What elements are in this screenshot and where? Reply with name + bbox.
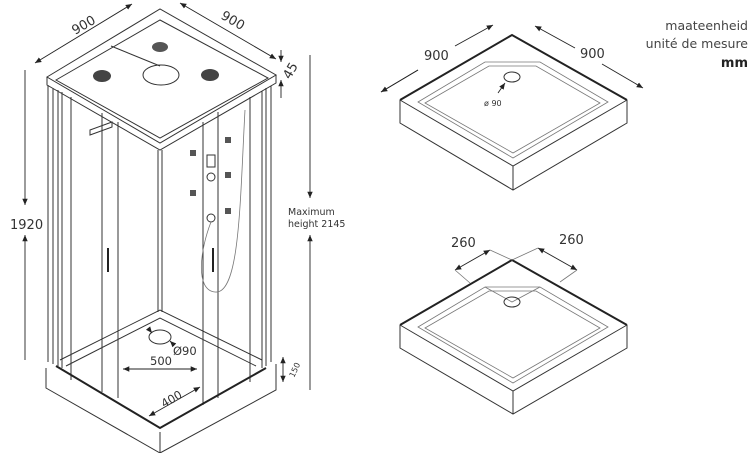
drain-offset-right-label: 260 — [559, 233, 584, 248]
shelf-icon — [89, 121, 113, 136]
shower-cabin-drawing: 900 900 45 1920 Maximum height 2145 Ø90 … — [10, 2, 345, 453]
roof-light-icon — [93, 70, 111, 82]
shower-tray-drawing-top: 900 900 ø 90 — [380, 24, 644, 191]
hand-shower-icon — [206, 213, 216, 223]
entry-depth-label: 400 — [159, 387, 185, 410]
body-jet-icon — [225, 137, 231, 143]
door-handle-icon — [107, 248, 214, 272]
tray-drain-icon — [503, 296, 521, 308]
tray-width-left-label: 900 — [424, 49, 449, 64]
cabin-drain-diameter-label: Ø90 — [173, 344, 197, 358]
max-height-label-line2: height 2145 — [288, 219, 345, 230]
roof-light-icon — [201, 69, 219, 81]
units-label-french: unité de mesure — [646, 36, 749, 51]
body-jet-icon — [225, 172, 231, 178]
body-jet-icon — [190, 150, 196, 156]
body-jet-icon — [225, 208, 231, 214]
drain-offset-left-label: 260 — [451, 236, 476, 251]
tray-drain-diameter-label: ø 90 — [484, 99, 502, 108]
cabin-width-left-label: 900 — [70, 13, 99, 38]
roof-height-label: 45 — [280, 60, 301, 82]
body-jet-icon — [190, 190, 196, 196]
rain-shower-head-icon — [142, 64, 180, 86]
cabin-height-label: 1920 — [10, 218, 43, 233]
drain-icon — [148, 329, 172, 345]
tray-width-right-label: 900 — [580, 47, 605, 62]
cabin-width-right-label: 900 — [218, 8, 247, 33]
tray-drain-icon — [503, 71, 521, 83]
shower-tray-drawing-bottom: 260 260 — [399, 233, 628, 415]
tray-height-label: 150 — [288, 361, 303, 379]
door-width-label: 500 — [150, 354, 172, 368]
max-height-label-line1: Maximum — [288, 207, 335, 218]
mixer-tap-icon — [206, 172, 216, 182]
units-label-dutch: maateenheid — [665, 18, 748, 33]
units-value: mm — [721, 56, 748, 71]
roof-speaker-icon — [152, 42, 168, 52]
control-panel-icon — [206, 154, 216, 168]
units-legend: maateenheid unité de mesure mm — [646, 18, 749, 71]
